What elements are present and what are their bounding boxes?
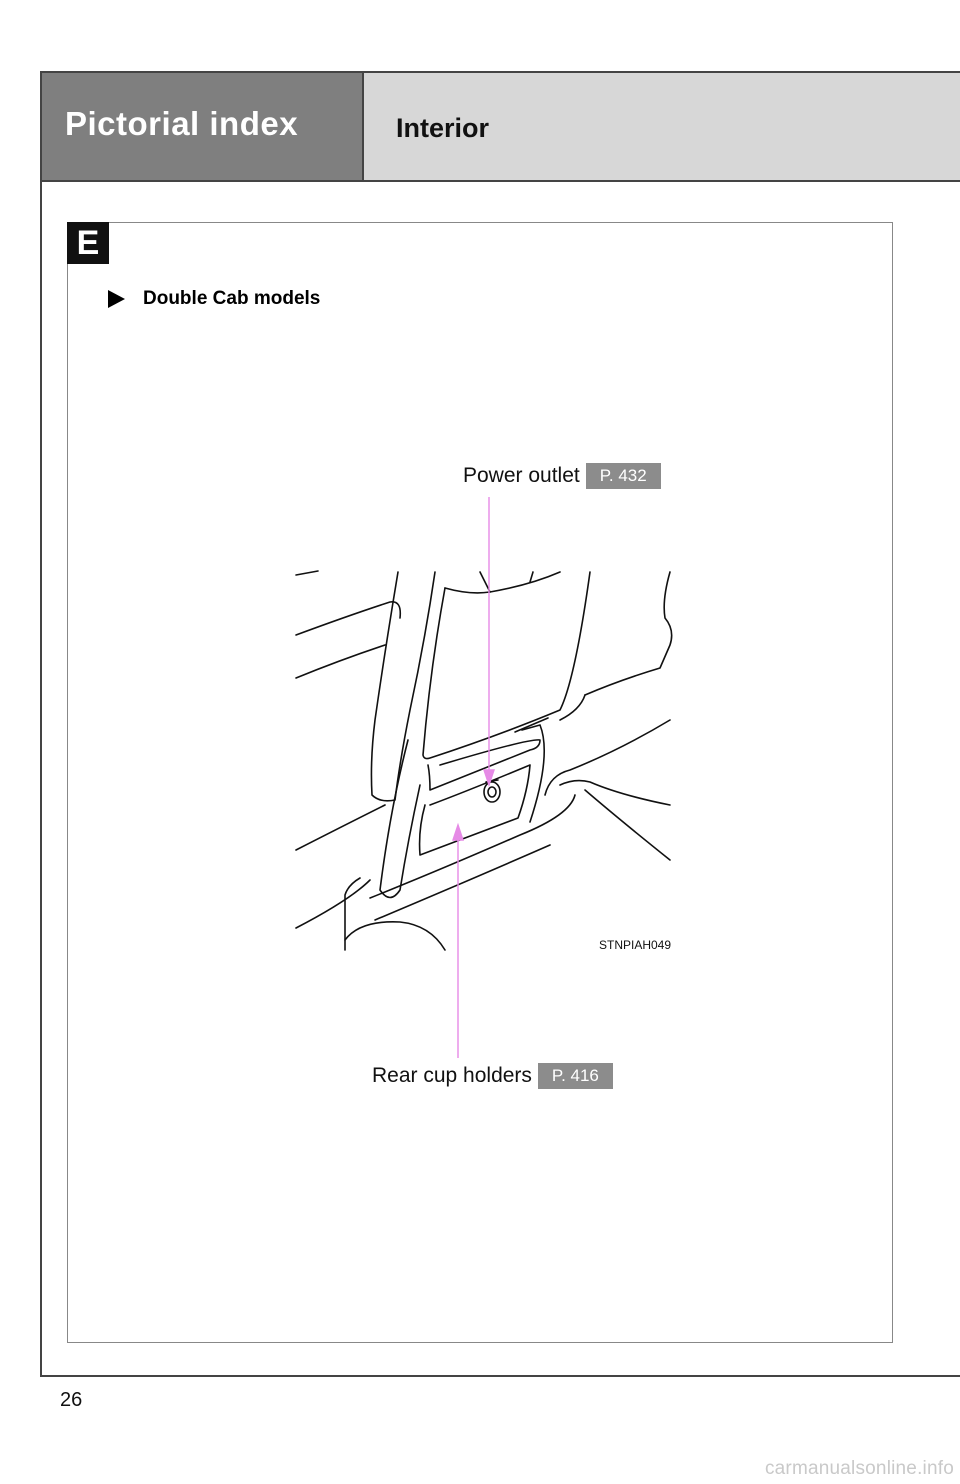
watermark: carmanualsonline.info: [764, 1458, 954, 1479]
page-number: 26: [60, 1389, 83, 1411]
subheading: Double Cab models: [108, 288, 320, 310]
page-frame: Pictorial index Interior: [40, 71, 960, 1377]
page-ref-link[interactable]: P. 416: [537, 1063, 613, 1089]
page-title: Pictorial index: [65, 105, 299, 142]
seat-back-illustration: [295, 570, 673, 951]
callout-rear-cup-holders: Rear cup holders P. 416: [372, 1063, 613, 1089]
page-ref-link[interactable]: P. 432: [585, 463, 661, 489]
callout-label: Rear cup holders: [372, 1064, 532, 1087]
section-badge: E: [67, 222, 109, 264]
callout-power-outlet: Power outlet P. 432: [463, 463, 661, 489]
figure-code: STNPIAH049: [599, 938, 672, 952]
section-title: Interior: [396, 113, 490, 143]
header-category: Pictorial index: [42, 73, 364, 182]
header-section: Interior: [364, 73, 960, 182]
subheading-text: Double Cab models: [143, 288, 321, 309]
triangle-right-icon: [108, 290, 125, 308]
callout-label: Power outlet: [463, 464, 580, 487]
content-box: [67, 222, 893, 1343]
